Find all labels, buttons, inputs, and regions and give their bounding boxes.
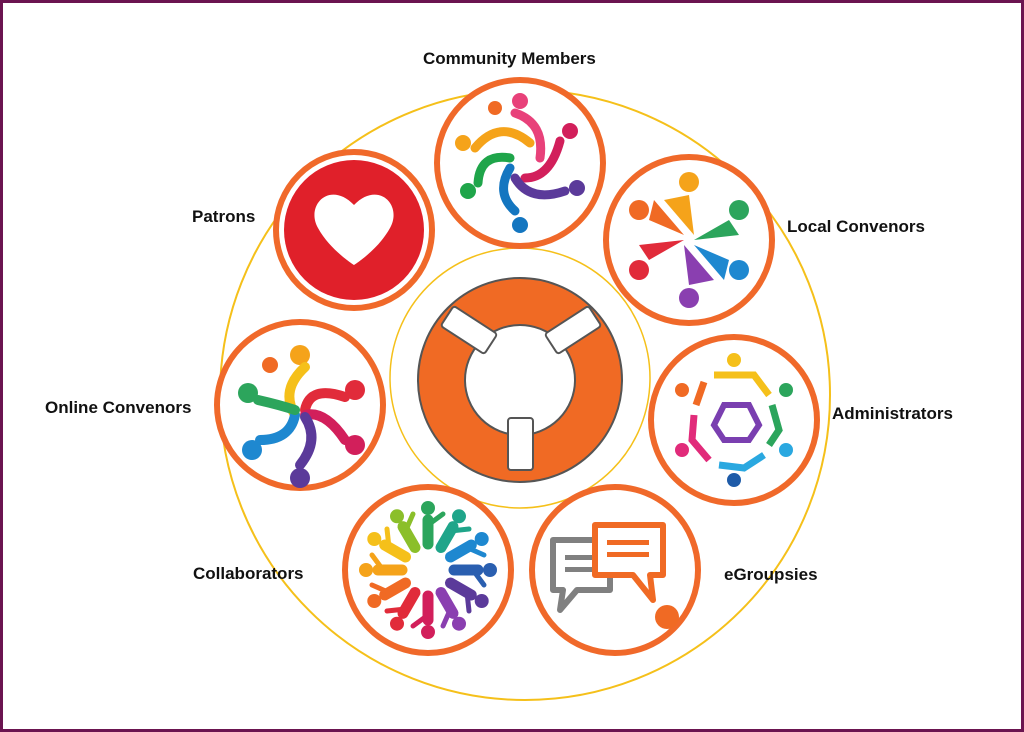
label-local-convenors: Local Convenors [787,217,925,236]
person-head [367,594,382,608]
person-arm [403,511,416,534]
label-online-convenors: Online Convenors [45,398,192,417]
person-arm [384,526,392,550]
person-arm [464,545,487,558]
person-head [452,616,466,631]
label-administrators: Administrators [832,404,953,423]
node-circle-community-members [434,77,606,249]
chat-bubbles-icon [550,522,679,629]
person-head [474,594,489,608]
person-head [390,616,404,631]
person-arm [369,552,386,573]
person-arm [369,582,392,595]
person-head [483,563,497,577]
lifebuoy-icon [417,277,623,483]
people-ring-icon [359,501,497,639]
person-head [474,532,489,546]
person-arm [384,606,408,614]
label-community-members: Community Members [423,49,596,68]
person-head [421,501,435,515]
person-arm [440,606,453,629]
label-patrons: Patrons [192,207,256,226]
person-head [421,625,435,639]
node-circle-local-convenors [603,154,775,326]
person-head [390,509,404,524]
node-circle-administrators [648,334,820,506]
person-head [359,563,373,577]
label-egroupsies: eGroupsies [724,565,818,584]
person-arm [425,511,446,528]
person-arm [470,567,487,588]
people-pinwheel-icon [629,172,749,308]
swirl-people-icon [238,345,365,488]
people-circle-icon [455,93,585,233]
person-head [367,532,382,546]
person-head [452,509,466,524]
label-collaborators: Collaborators [193,564,304,583]
person-arm [464,590,472,614]
heart-icon [284,160,424,300]
hexagon-people-icon [675,353,793,487]
person-arm [410,612,431,629]
person-arm [448,526,472,534]
